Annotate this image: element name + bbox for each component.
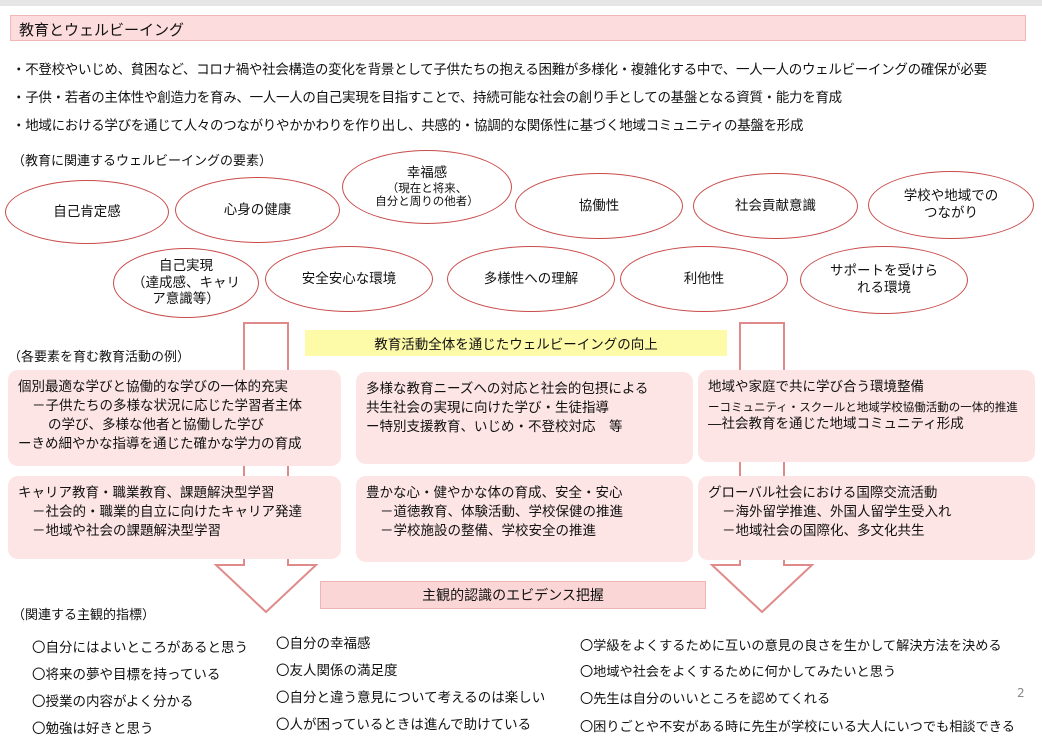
activity-box-career: キャリア教育・職業教育、課題解決型学習 －社会的・職業的自立に向けたキャリア発達… [8, 476, 341, 559]
box-heading: グローバル社会における国際交流活動 [708, 485, 938, 501]
element-happiness: 幸福感 （現在と将来、 自分と周りの他者） [342, 150, 512, 224]
box-heading: キャリア教育・職業教育、課題解決型学習 [18, 485, 275, 501]
element-label: 学校や地域での [903, 188, 999, 205]
box-item: －道徳教育、体験活動、学校保健の推進 [380, 504, 623, 521]
indicator-item: 〇学級をよくするために互いの意見の良さを生かして解決方法を決める [580, 639, 1002, 654]
element-label: 社会貢献意識 [735, 197, 816, 214]
box-heading: 共生社会の実現に向けた学び・生徒指導 [366, 400, 609, 417]
element-self-esteem: 自己肯定感 [5, 180, 169, 244]
box-item: －社会的・職業的自立に向けたキャリア発達 [32, 504, 302, 521]
box-heading: 多様な教育ニーズへの対応と社会的包摂による [366, 381, 649, 397]
element-label: ア意識等） [152, 291, 220, 308]
activities-label: （各要素を育む教育活動の例） [8, 350, 191, 365]
indicator-item: 〇自分と違う意見について考えるのは楽しい [276, 690, 546, 706]
page-title: 教育とウェルビーイング [19, 21, 185, 39]
activity-box-health-safety: 豊かな心・健やかな体の育成、安全・安心 －道徳教育、体験活動、学校保健の推進 －… [356, 476, 693, 562]
box-item: ーコミュニティ・スクールと地域学校協働活動の一体的推進 [708, 400, 1018, 415]
element-label: 自己実現 [159, 257, 213, 274]
right-arrow [709, 322, 815, 614]
element-label: 幸福感 [406, 164, 448, 181]
bullet-2: ・子供・若者の主体性や創造力を育み、一人一人の自己実現を目指すことで、持続可能な… [12, 90, 842, 106]
indicator-item: 〇人が困っているときは進んで助けている [276, 717, 532, 733]
element-sublabel: 自分と周りの他者） [375, 194, 479, 209]
element-label: つながり [924, 205, 978, 221]
box-item: －子供たちの多様な状況に応じた学習者主体 [32, 398, 302, 415]
indicator-item: 〇自分にはよいところがあると思う [32, 640, 248, 656]
box-heading: 地域や家庭で共に学び合う環境整備 [708, 379, 924, 395]
element-label: 利他性 [683, 270, 725, 287]
indicator-item: 〇困りごとや不安がある時に先生が学校にいる大人にいつでも相談できる [580, 720, 1015, 735]
element-label: 安全安心な環境 [301, 270, 397, 287]
indicators-label: （関連する主観的指標） [12, 608, 156, 623]
title-bar: 教育とウェルビーイング [10, 15, 1026, 41]
element-connection: 学校や地域での つながり [868, 171, 1034, 239]
element-label: 多様性への理解 [483, 270, 579, 287]
box-item: ー特別支援教育、いじめ・不登校対応 等 [366, 419, 623, 436]
box-item: ―社会教育を通じた地域コミュニティ形成 [708, 416, 964, 433]
box-item: －海外留学推進、外国人留学生受入れ [722, 504, 952, 521]
box-heading: 個別最適な学びと協働的な学びの一体的充実 [18, 379, 288, 395]
indicator-item: 〇地域や社会をよくするために何かしてみたいと思う [580, 665, 897, 680]
left-arrow [213, 322, 319, 614]
indicator-item: 〇友人関係の満足度 [276, 663, 398, 679]
element-label: 自己肯定感 [53, 203, 121, 220]
element-label: れる環境 [857, 280, 911, 296]
element-label: 心身の健康 [223, 201, 292, 218]
wellbeing-banner: 教育活動全体を通じたウェルビーイングの向上 [305, 330, 727, 356]
box-item: －学校施設の整備、学校安全の推進 [380, 523, 596, 540]
indicator-item: 〇授業の内容がよく分かる [32, 694, 194, 710]
box-item: －地域や社会の課題解決型学習 [32, 523, 221, 540]
element-altruism: 利他性 [620, 246, 788, 312]
top-divider [0, 0, 1042, 6]
element-label: （達成感、キャリ [132, 274, 240, 291]
element-label: 協働性 [578, 197, 620, 214]
elements-label: （教育に関連するウェルビーイングの要素） [12, 154, 273, 169]
box-item: ーきめ細やかな指導を通じた確かな学力の育成 [18, 436, 302, 453]
element-cooperation: 協働性 [515, 173, 683, 239]
activity-box-inclusion: 多様な教育ニーズへの対応と社会的包摂による 共生社会の実現に向けた学び・生徒指導… [356, 372, 693, 464]
bullet-3: ・地域における学びを通じて人々のつながりやかかわりを作り出し、共感的・協調的な関… [12, 118, 804, 134]
indicator-item: 〇自分の幸福感 [276, 636, 371, 652]
indicator-item: 〇先生は自分のいいところを認めてくれる [580, 692, 831, 707]
bullet-1: ・不登校やいじめ、貧困など、コロナ禍や社会構造の変化を背景として子供たちの抱える… [12, 62, 987, 78]
element-health: 心身の健康 [175, 177, 340, 243]
box-item: の学び、多様な他者と協働した学び [48, 417, 264, 434]
box-heading: 豊かな心・健やかな体の育成、安全・安心 [366, 485, 623, 501]
activity-box-individual-learning: 個別最適な学びと協働的な学びの一体的充実 －子供たちの多様な状況に応じた学習者主… [8, 370, 341, 466]
element-label: サポートを受けら [830, 263, 938, 280]
evidence-banner: 主観的認識のエビデンス把握 [320, 581, 706, 609]
element-diversity: 多様性への理解 [447, 246, 615, 312]
element-safe-environment: 安全安心な環境 [265, 246, 433, 312]
element-sublabel: （現在と将来、 [386, 180, 468, 195]
element-self-realization: 自己実現 （達成感、キャリ ア意識等） [113, 248, 259, 318]
activity-box-global: グローバル社会における国際交流活動 －海外留学推進、外国人留学生受入れ －地域社… [698, 476, 1035, 560]
element-support: サポートを受けら れる環境 [800, 246, 968, 314]
page-number: 2 [1017, 686, 1025, 700]
indicator-item: 〇将来の夢や目標を持っている [32, 667, 221, 683]
indicator-item: 〇勉強は好きと思う [32, 721, 154, 737]
activity-box-community: 地域や家庭で共に学び合う環境整備 ーコミュニティ・スクールと地域学校協働活動の一… [698, 370, 1035, 462]
element-social-contribution: 社会貢献意識 [693, 173, 858, 239]
box-item: －地域社会の国際化、多文化共生 [722, 523, 925, 540]
